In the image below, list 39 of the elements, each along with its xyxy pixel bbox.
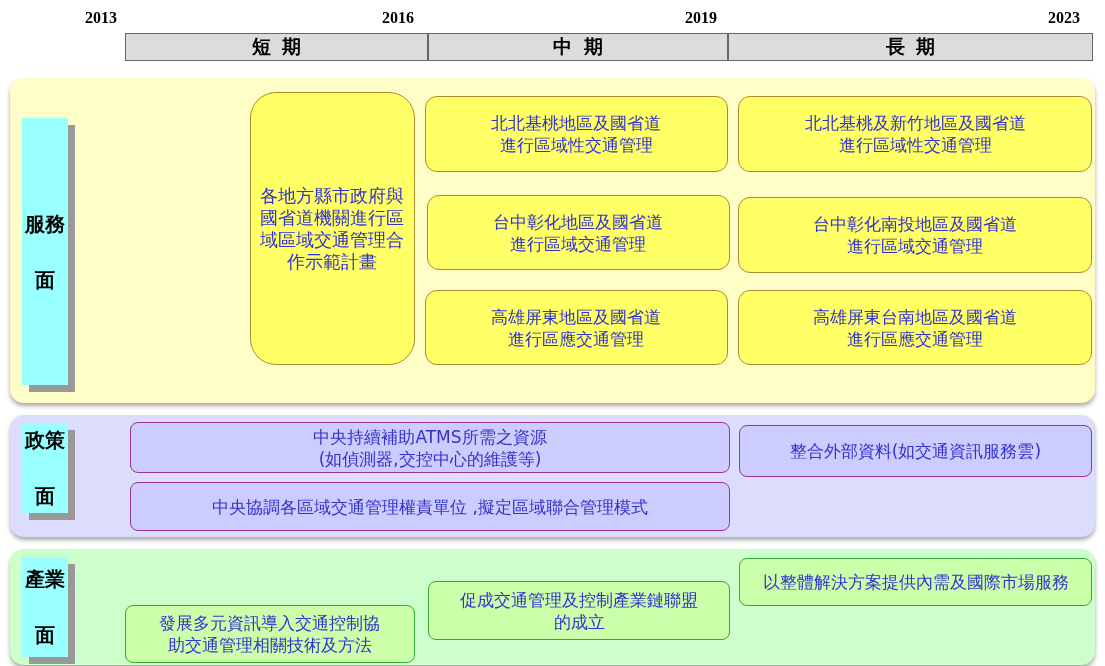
plan-box — [428, 581, 730, 640]
plan-box — [425, 96, 728, 172]
plan-box — [130, 482, 730, 531]
year-label: 2019 — [685, 9, 717, 27]
plan-text: 發展多元資訊導入交通控制協助交通管理相關技術及方法 — [158, 612, 382, 656]
plan-box — [738, 290, 1092, 365]
plan-text: 台中彰化地區及國省道進行區域交通管理 — [492, 210, 665, 255]
plan-box — [739, 558, 1092, 606]
plan-text: 台中彰化南投地區及國省道進行區域交通管理 — [812, 213, 1018, 257]
plan-text: 高雄屏東地區及國省道進行區應交通管理 — [490, 305, 663, 350]
plan-text: 高雄屏東台南地區及國省道進行區應交通管理 — [812, 305, 1018, 350]
plan-text: 北北基桃及新竹地區及國省道進行區域性交通管理 — [803, 112, 1027, 156]
year-label: 2023 — [1048, 9, 1080, 27]
phase-header — [728, 33, 1093, 61]
plan-box — [738, 96, 1092, 172]
phase-label: 中期 — [552, 34, 615, 59]
category-band — [10, 78, 1095, 403]
plan-text: 促成交通管理及控制產業鏈聯盟的成立 — [459, 588, 699, 633]
plan-text: 北北基桃地區及國省道進行區域性交通管理 — [490, 112, 663, 156]
plan-box — [425, 290, 728, 365]
year-label: 2016 — [382, 9, 414, 27]
category-band — [10, 549, 1095, 665]
plan-box — [250, 92, 415, 365]
plan-text: 整合外部資料(如交通資訊服務雲) — [789, 440, 1042, 462]
plan-text: 中央持續補助ATMS所需之資源(如偵測器,交控中心的維護等) — [312, 425, 548, 470]
plan-text: 各地方縣市政府與國省道機關進行區域區域交通管理合作示範計畫 — [259, 184, 406, 273]
plan-text: 以整體解決方案提供內需及國際市場服務 — [762, 571, 1069, 593]
phase-header — [125, 33, 428, 61]
plan-box — [125, 605, 415, 663]
plan-box — [738, 197, 1092, 273]
year-label: 2013 — [85, 9, 117, 27]
phase-label: 長期 — [884, 34, 947, 59]
phase-label: 短期 — [250, 34, 313, 59]
plan-box — [739, 425, 1092, 477]
category-band — [10, 415, 1095, 537]
plan-text: 中央協調各區域交通管理權責單位 ,擬定區域聯合管理模式 — [212, 495, 648, 518]
plan-box — [130, 422, 730, 473]
phase-header — [428, 33, 728, 61]
plan-box — [427, 195, 730, 270]
